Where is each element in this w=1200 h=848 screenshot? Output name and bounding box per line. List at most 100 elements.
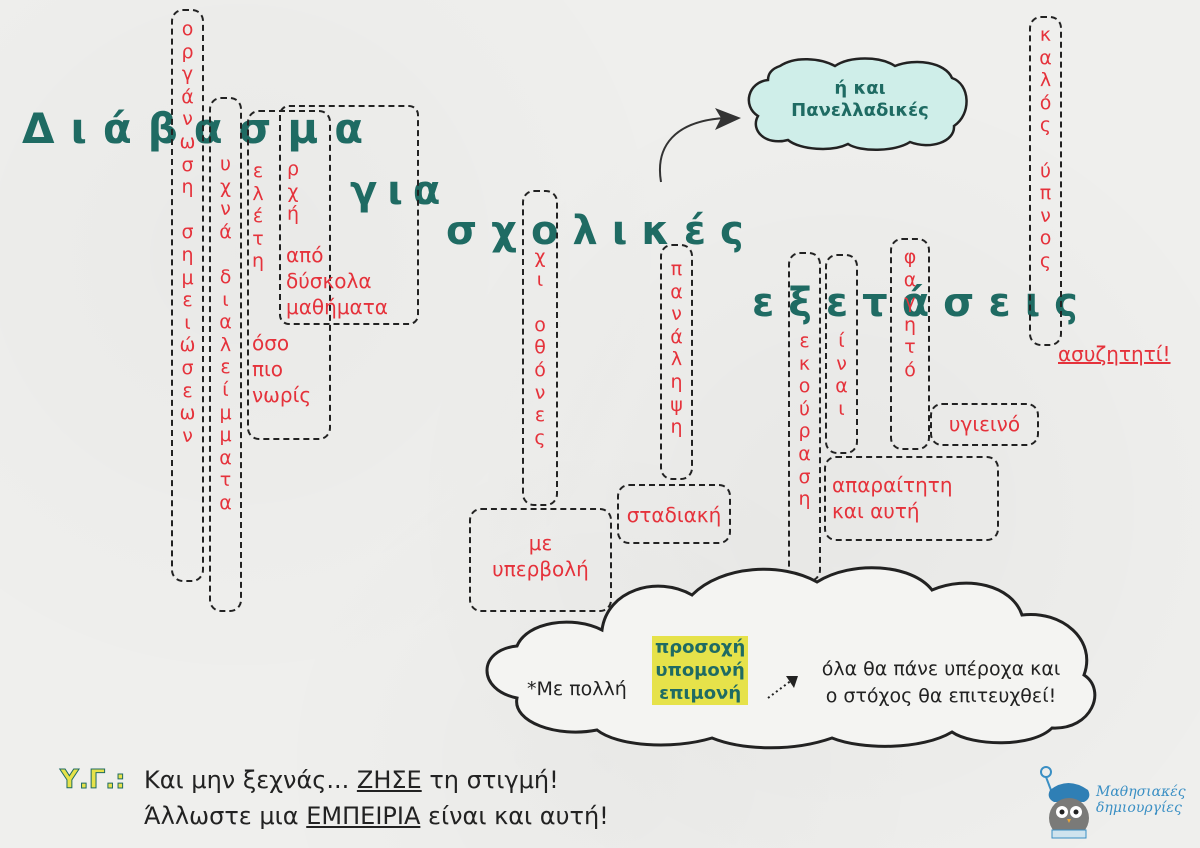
column-letter: ά — [181, 85, 194, 108]
column-letter: μ — [181, 266, 194, 289]
column-letter: έ — [252, 205, 264, 228]
column-letter: χ — [220, 175, 231, 198]
column-letter: λ — [1039, 69, 1052, 92]
column-letter: δ — [219, 265, 232, 288]
column-letter: ι — [536, 268, 544, 291]
column-letter — [1042, 137, 1048, 160]
footer-line-2: Άλλωστε μια ΕΜΠΕΙΡΙΑ είναι και αυτή! — [144, 802, 609, 830]
box-me-yperboli — [469, 508, 612, 612]
label-asyzitiiti: ασυζητητί! — [1058, 342, 1171, 366]
column-letter: σ — [181, 221, 194, 244]
column-letter: ο — [1039, 227, 1052, 250]
bubble-top-shape — [747, 57, 968, 152]
column-box-kalos — [1029, 16, 1062, 346]
column-letter: η — [181, 176, 194, 199]
column-letter: τ — [252, 227, 264, 250]
column-letter: ν — [182, 424, 193, 447]
title-word-gia: για — [350, 168, 451, 214]
title-word-eksetaseis: εξετάσεις — [752, 280, 1092, 326]
column-letter: η — [798, 488, 811, 511]
owl-logo-icon — [1040, 766, 1090, 839]
column-box-arxi — [279, 105, 419, 325]
column-letter: ο — [181, 18, 194, 40]
column-letter: γ — [181, 63, 194, 86]
column-letter: κ — [798, 352, 811, 375]
column-letter: σ — [181, 153, 194, 176]
column-letter: ί — [222, 378, 229, 401]
label-oso-pio-noris: όσο πιο νωρίς — [252, 331, 312, 407]
column-letter: ά — [670, 325, 683, 348]
column-letter: ν — [220, 198, 231, 221]
column-letter: μ — [219, 424, 232, 447]
column-letter: ν — [836, 352, 847, 375]
column-letter: ε — [799, 330, 810, 352]
column-letter: ε — [534, 404, 546, 427]
column-letter: ο — [534, 313, 546, 336]
column-letter: γ — [904, 291, 916, 314]
column-letter: ά — [219, 220, 232, 243]
column-letter: α — [903, 268, 917, 291]
column-box-oxi — [522, 190, 558, 506]
bubble-top-text: ή και Πανελλαδικές — [791, 78, 929, 121]
column-letter: λ — [252, 182, 264, 205]
column-letter: τ — [904, 336, 916, 359]
cloud-result: όλα θα πάνε υπέροχα και ο στόχος θα επιτ… — [821, 658, 1061, 707]
column-letter: α — [798, 442, 811, 465]
column-letter: α — [219, 491, 232, 514]
column-letter: λ — [219, 333, 232, 356]
column-letter: ν — [1040, 204, 1051, 227]
column-letter: η — [181, 243, 194, 266]
column-letter: π — [670, 258, 683, 280]
column-letter: σ — [181, 356, 194, 379]
cloud-shape — [485, 566, 1097, 750]
arrow-to-bubble-icon — [659, 108, 741, 183]
column-letter: α — [670, 280, 683, 303]
column-letter: τ — [219, 469, 232, 492]
column-box-panalipsi — [660, 244, 693, 480]
column-letter: α — [219, 446, 232, 469]
label-apo-dyskola: από δύσκολα μαθήματα — [286, 243, 388, 319]
column-letter: ό — [1039, 91, 1052, 114]
column-letter: ε — [252, 160, 264, 182]
column-letter: κ — [1039, 24, 1052, 46]
column-letter: ψ — [670, 393, 683, 416]
column-letter: α — [835, 375, 848, 398]
column-letter: ύ — [799, 397, 810, 420]
label-aparaititi: απαραίτητη και αυτή — [832, 473, 953, 523]
label-stadiaki: σταδιακή — [626, 503, 722, 527]
column-letter: η — [670, 416, 683, 439]
column-letter: η — [251, 250, 265, 273]
column-letter: η — [903, 313, 917, 336]
box-aparaititi — [824, 456, 999, 541]
column-letter — [184, 199, 190, 222]
column-letter: ό — [534, 358, 546, 381]
column-letter: ώ — [179, 334, 196, 357]
column-letter: ο — [798, 375, 811, 398]
column-letter: ρ — [798, 420, 811, 443]
column-letter: σ — [798, 465, 811, 488]
box-ygieino — [930, 403, 1039, 446]
column-letter — [222, 243, 228, 266]
column-letter: ς — [534, 426, 546, 449]
title-word-diavasma: Διάβασμα — [22, 104, 380, 153]
column-box-organosi — [171, 9, 204, 582]
column-letter: π — [1039, 182, 1052, 205]
column-letter: ν — [534, 381, 546, 404]
column-letter: ε — [182, 289, 193, 312]
dotted-arrow-icon — [767, 676, 798, 699]
column-letter: ι — [838, 397, 845, 420]
column-letter: ι — [222, 288, 229, 311]
column-letter: ι — [184, 311, 191, 334]
box-stadiaki — [617, 484, 731, 544]
column-letter: α — [1039, 46, 1052, 69]
title-word-sxolikes: σχολικές — [446, 208, 758, 254]
column-box-einai — [825, 254, 858, 454]
column-letter: η — [670, 370, 683, 393]
column-letter: φ — [903, 246, 917, 268]
